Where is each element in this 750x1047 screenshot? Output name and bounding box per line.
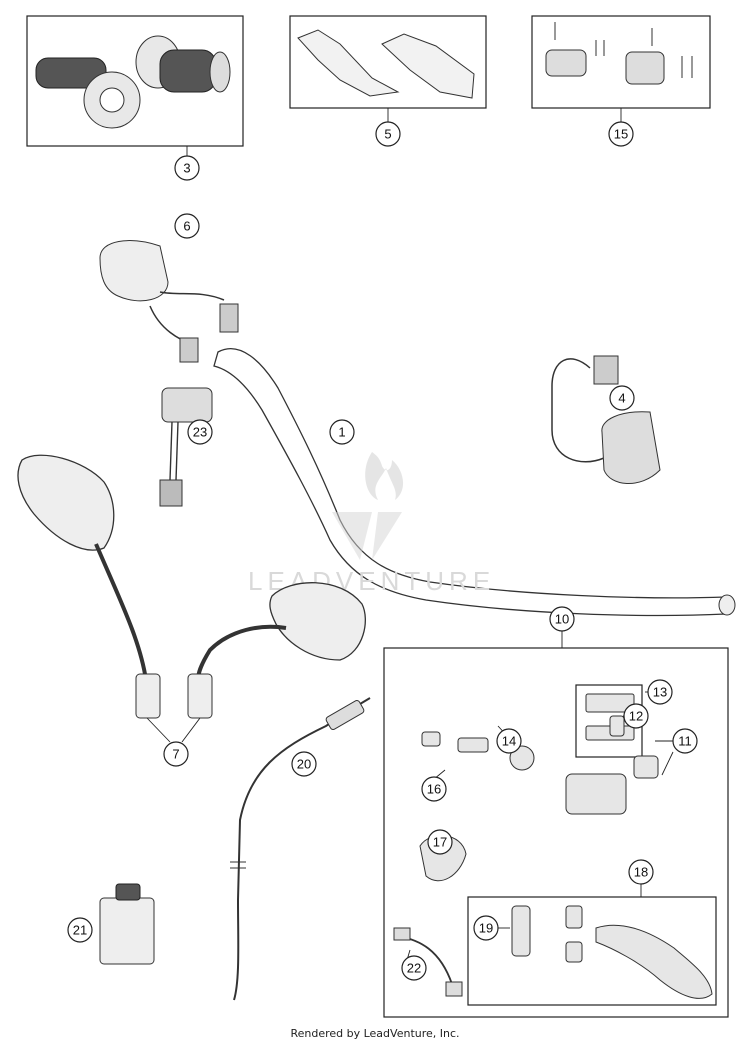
watermark-logo-icon	[332, 452, 404, 560]
footer-credit: Rendered by LeadVenture, Inc.	[290, 1027, 460, 1040]
cable-20-icon	[230, 697, 371, 1001]
grip-left-icon	[35, 57, 141, 129]
sensor-cable-icon	[393, 927, 463, 997]
callout-4: 4	[618, 391, 625, 406]
callout-11: 11	[678, 734, 692, 749]
clutch-parts-icon	[419, 693, 713, 999]
callout-22: 22	[407, 961, 421, 976]
callout-17: 17	[433, 835, 447, 850]
handguards-icon	[297, 29, 475, 99]
callout-21: 21	[73, 923, 87, 938]
callout-10: 10	[555, 612, 569, 627]
callout-1: 1	[338, 425, 345, 440]
callout-5: 5	[384, 127, 391, 142]
grips-box	[26, 15, 244, 147]
callout-15: 15	[614, 127, 628, 142]
callout-13: 13	[653, 685, 667, 700]
callout-3: 3	[183, 161, 190, 176]
clutch-assembly-box	[383, 647, 729, 1018]
callout-12: 12	[629, 709, 643, 724]
lever-box	[467, 896, 717, 1006]
switch-23-icon	[159, 387, 213, 507]
callout-19: 19	[479, 921, 493, 936]
right-switch-icon	[551, 355, 661, 484]
callout-7: 7	[172, 747, 179, 762]
callout-6: 6	[183, 219, 190, 234]
left-switch-icon	[99, 240, 239, 363]
callout-20: 20	[297, 757, 311, 772]
callout-23: 23	[193, 425, 207, 440]
fluid-bottle-icon	[99, 883, 155, 965]
callout-14: 14	[502, 734, 516, 749]
grip-right-icon	[135, 35, 231, 93]
mirror-right-icon	[187, 582, 366, 719]
callout-16: 16	[427, 782, 441, 797]
mirror-left-icon	[17, 454, 161, 719]
callout-18: 18	[634, 865, 648, 880]
clamps-icon	[545, 22, 693, 85]
